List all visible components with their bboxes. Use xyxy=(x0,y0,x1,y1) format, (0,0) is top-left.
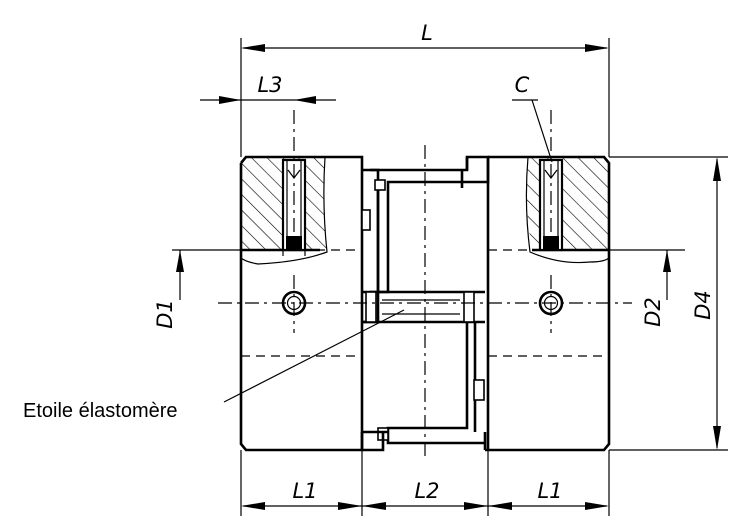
label-L2: L2 xyxy=(414,479,439,503)
label-L3: L3 xyxy=(257,73,282,97)
label-L: L xyxy=(421,21,433,45)
callout-C: C xyxy=(512,73,553,163)
label-elastomer: Etoile élastomère xyxy=(23,400,178,422)
dimension-bottom: L1 L2 L1 xyxy=(240,450,610,516)
screw-hole-left xyxy=(281,290,307,316)
label-C: C xyxy=(515,73,530,97)
bore-lines xyxy=(241,249,609,357)
callout-elastomer: Etoile élastomère xyxy=(23,309,405,422)
dimension-D4: D4 xyxy=(609,156,728,451)
label-D1: D1 xyxy=(153,299,177,329)
dimension-L3: L3 xyxy=(200,73,336,104)
screw-hole-right xyxy=(538,290,564,316)
jaw-assembly xyxy=(361,155,490,452)
label-L1-right: L1 xyxy=(537,479,562,503)
label-D2: D2 xyxy=(641,297,665,327)
dimension-D2: D2 xyxy=(609,249,685,327)
label-L1-left: L1 xyxy=(292,479,317,503)
right-hub-section xyxy=(526,157,608,250)
dimension-D1: D1 xyxy=(153,249,241,329)
label-D4: D4 xyxy=(691,290,715,320)
dimension-L: L xyxy=(240,21,610,157)
